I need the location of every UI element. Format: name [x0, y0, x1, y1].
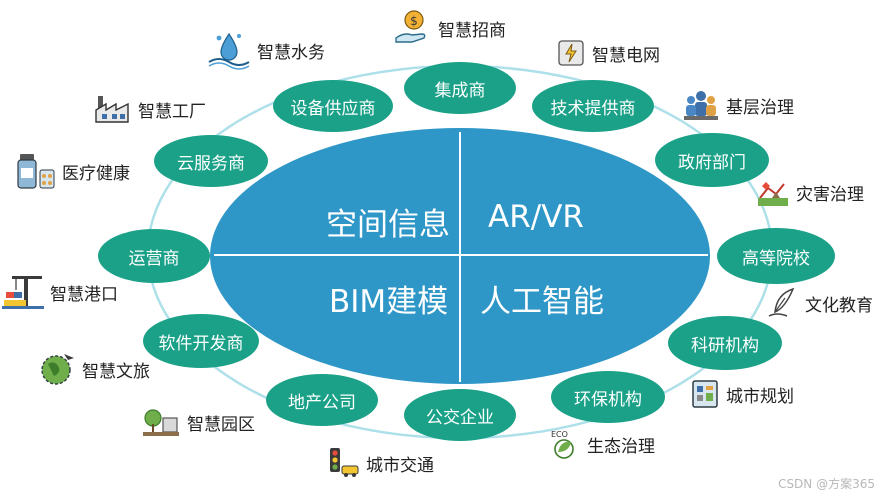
app-label: 智慧招商 [438, 20, 506, 41]
svg-text:ECO: ECO [551, 430, 568, 439]
quill-pen-icon [768, 287, 795, 317]
node-operator: 运营商 [98, 229, 210, 283]
globe-travel-icon [41, 354, 74, 385]
app-label: 智慧电网 [592, 45, 660, 66]
node-environment: 环保机构 [551, 371, 665, 423]
node-software-dev: 软件开发商 [143, 314, 259, 368]
watermark: CSDN @方案365 [778, 477, 875, 491]
app-healthcare: 医疗健康 [16, 152, 130, 190]
app-label: 城市交通 [366, 455, 434, 476]
port-crane-icon [2, 276, 44, 309]
water-drop-icon [208, 32, 250, 70]
medicine-icon [17, 154, 55, 189]
factory-icon [95, 96, 129, 123]
app-ecology: ECO 生态治理 [547, 428, 655, 460]
app-smart-grid: 智慧电网 [556, 38, 660, 68]
money-hand-icon: $ [395, 10, 426, 43]
app-label: 智慧港口 [50, 284, 118, 305]
app-culture-tourism: 智慧文旅 [38, 350, 150, 388]
core-quadrant-spatial: 空间信息 [326, 207, 450, 243]
svg-text:$: $ [410, 14, 418, 28]
node-transit: 公交企业 [404, 389, 516, 441]
park-icon [143, 409, 179, 436]
app-smart-park: 智慧园区 [141, 406, 255, 438]
core-quadrant-arvr: AR/VR [488, 199, 584, 235]
app-smart-water: 智慧水务 [207, 30, 325, 70]
node-university: 高等院校 [717, 228, 835, 284]
app-label: 城市规划 [726, 386, 794, 407]
core-quadrant-bim: BIM建模 [329, 284, 449, 320]
app-label: 文化教育 [805, 295, 873, 316]
app-culture-education: 文化教育 [767, 286, 873, 320]
node-government: 政府部门 [655, 133, 769, 187]
app-grassroots: 基层治理 [682, 88, 794, 122]
app-city-planning: 城市规划 [690, 378, 794, 410]
app-investment: $ 智慧招商 [392, 8, 506, 48]
eco-icon: ECO [551, 430, 574, 459]
node-integrator: 集成商 [404, 62, 516, 114]
app-label: 智慧园区 [187, 414, 255, 435]
app-label: 智慧水务 [257, 42, 325, 63]
node-real-estate: 地产公司 [266, 374, 378, 426]
node-equipment: 设备供应商 [273, 80, 393, 132]
disaster-icon [758, 182, 788, 206]
community-people-icon [684, 91, 718, 120]
app-traffic: 城市交通 [326, 446, 434, 480]
power-grid-icon [558, 40, 584, 66]
node-research: 科研机构 [668, 316, 782, 370]
app-smart-factory: 智慧工厂 [94, 92, 206, 126]
app-label: 智慧文旅 [82, 361, 150, 382]
city-plan-icon [692, 380, 718, 408]
node-tech-provider: 技术提供商 [532, 80, 654, 132]
app-disaster: 灾害治理 [756, 176, 864, 208]
node-cloud: 云服务商 [154, 135, 268, 187]
app-label: 医疗健康 [62, 163, 130, 184]
core-quadrant-ai: 人工智能 [480, 284, 604, 320]
app-label: 灾害治理 [796, 184, 864, 205]
app-label: 智慧工厂 [138, 101, 206, 122]
traffic-icon [330, 448, 359, 477]
app-label: 生态治理 [587, 436, 655, 457]
app-label: 基层治理 [726, 97, 794, 118]
app-smart-port: 智慧港口 [2, 272, 118, 312]
